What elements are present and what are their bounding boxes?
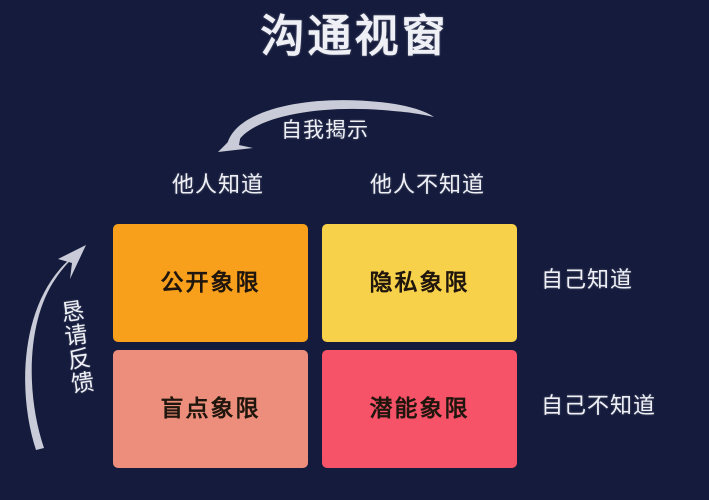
column-header-others-know: 他人知道 (171, 173, 264, 198)
quadrant-open[interactable]: 公开象限 (113, 224, 308, 342)
quadrant-grid: 公开象限 隐私象限 盲点象限 潜能象限 (113, 224, 517, 468)
quadrant-private[interactable]: 隐私象限 (322, 224, 517, 342)
quadrant-blind-spot-label: 盲点象限 (160, 396, 261, 422)
row-label-self-know: 自己知道 (541, 268, 634, 293)
row-label-self-unknown: 自己不知道 (541, 394, 657, 419)
quadrant-private-label: 隐私象限 (369, 270, 470, 296)
top-arrow-label: 自我揭示 (281, 118, 369, 142)
column-header-others-unknown: 他人不知道 (369, 173, 485, 198)
quadrant-blind-spot[interactable]: 盲点象限 (113, 350, 308, 468)
curved-arrow-up-icon (25, 245, 86, 450)
quadrant-potential-label: 潜能象限 (369, 396, 470, 422)
quadrant-open-label: 公开象限 (160, 270, 261, 296)
page-title: 沟通视窗 (260, 11, 449, 62)
curved-arrow-left-icon (218, 100, 434, 152)
quadrant-potential[interactable]: 潜能象限 (322, 350, 517, 468)
